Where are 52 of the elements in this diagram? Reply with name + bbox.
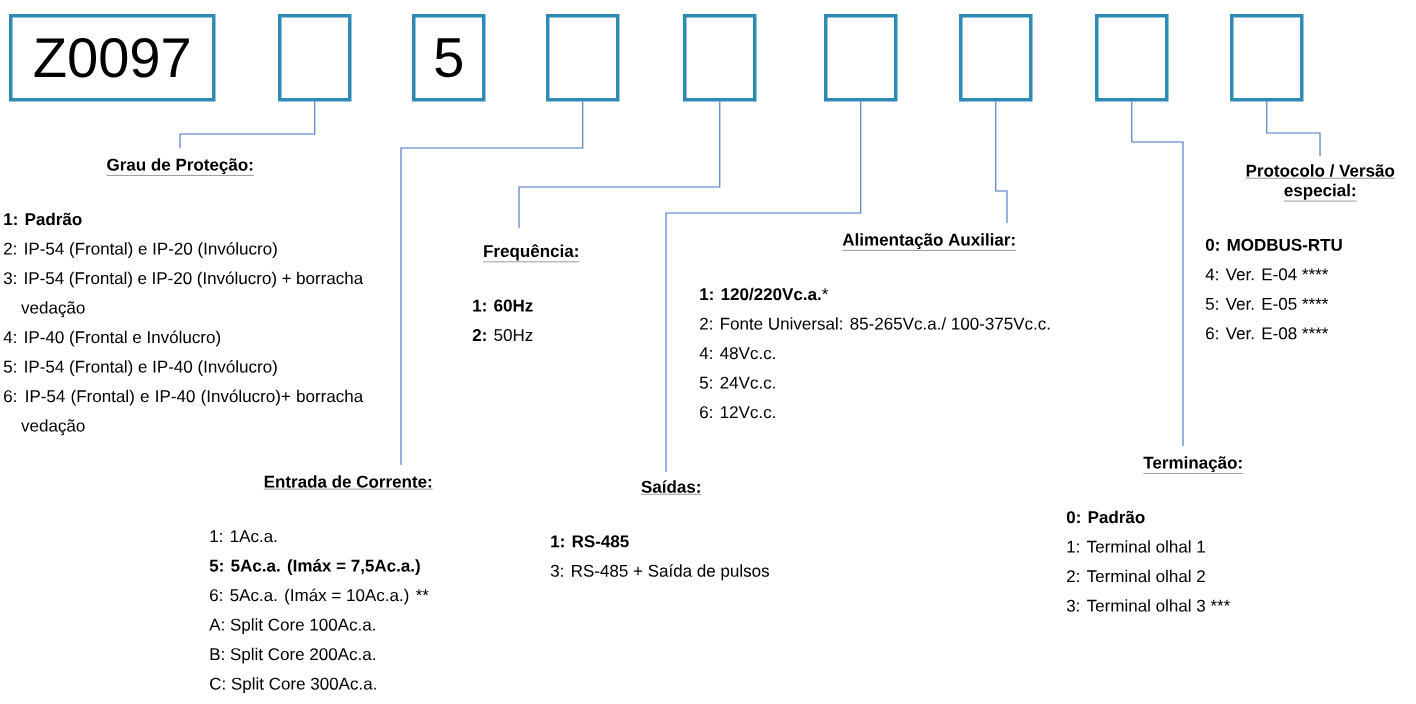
section-heading: Protocolo / Versão especial: [1245,164,1396,202]
code-box [278,14,352,102]
option-text: 3: RS-485 + Saída de pulsos [550,564,769,581]
leader-line [995,100,1008,224]
leader-line [400,100,584,466]
option-text: 5: Ver. E-05 **** [1205,297,1329,310]
option-text: 0: Padrão [1066,510,1145,524]
leader-line [1266,100,1321,157]
option-text: 6: IP-54 (Frontal) e IP-40 (Invólucro)+ borracha vedação [4,389,364,436]
option-text: 2: Terminal olhal 2 [1067,569,1205,583]
option-text: C: Split Core 300Ac.a. [210,677,376,694]
code-box [683,14,757,102]
option-text: 0: MODBUS-RTU [1205,238,1342,251]
option-text: 5: 5Ac.a. (Imáx = 7,5Ac.a.) [209,559,420,576]
leader-line [665,100,862,473]
code-box [1230,14,1304,102]
option-text: 4: Ver. E-04 **** [1205,268,1329,281]
option-text: 1: Padrão [4,212,82,226]
code-box [546,14,620,102]
option-text: 4: 48Vc.c. [699,347,775,360]
leader-line [1131,100,1184,447]
option-text: 6: Ver. E-08 **** [1206,327,1329,340]
code-box: 5 [412,14,486,102]
option-text: 4: IP-40 (Frontal e Invólucro) [3,330,221,347]
option-text: 2: IP-54 (Frontal) e IP-20 (Invólucro) [4,242,277,259]
section-heading: Terminação: [1143,456,1244,474]
section-heading: Saídas: [640,480,702,495]
leader-line [179,100,316,149]
option-text: 5: IP-54 (Frontal) e IP-40 (Invólucro) [3,360,277,377]
code-box [959,14,1033,102]
option-text: 1: Terminal olhal 1 [1067,540,1205,553]
option-text: 5: 24Vc.c. [699,376,775,389]
option-text: 3: Terminal olhal 3 *** [1066,599,1230,612]
option-text: 6: 12Vc.c. [700,406,775,419]
code-box: Z0097 [9,14,216,102]
option-text: B: Split Core 200Ac.a. [210,647,375,664]
option-text: 2: Fonte Universal: 85-265Vc.a./ 100-375Vc.c. [700,317,1050,330]
section-heading: Alimentação Auxiliar: [842,233,1017,251]
section-heading: Grau de Proteção: [106,158,255,176]
option-text: 1: 60Hz [473,299,533,312]
code-box [824,14,898,102]
option-text: 1: RS-485 [551,535,629,548]
leader-line [518,100,721,229]
option-text: 3: IP-54 (Frontal) e IP-20 (Invólucro) + borracha vedação [3,271,364,318]
option-text: A: Split Core 100Ac.a. [209,618,375,635]
section-heading: Frequência: [482,244,580,263]
option-text: 6: 5Ac.a. (Imáx = 10Ac.a.) ** [210,588,429,605]
option-text: 1: 120/220Vc.a.* [700,287,829,301]
code-box [1095,14,1169,102]
option-text: 2: 50Hz [472,329,533,342]
section-heading: Entrada de Corrente: [263,475,433,490]
option-text: 1: 1Ac.a. [210,530,277,543]
